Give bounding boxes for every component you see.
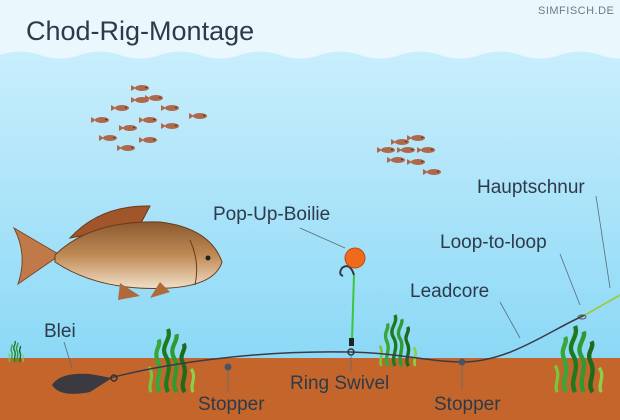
label-ring-swivel: Ring Swivel bbox=[290, 373, 389, 394]
loop-to-loop-knot bbox=[577, 314, 587, 320]
stopper-left bbox=[224, 363, 232, 371]
pointer-leadcore bbox=[499, 301, 521, 339]
pointer-blei bbox=[63, 341, 73, 369]
pointer-loop bbox=[559, 253, 581, 306]
watermark: SIMFISCH.DE bbox=[538, 5, 614, 17]
swivel bbox=[349, 338, 354, 346]
pop-up-boilie bbox=[344, 247, 366, 269]
pointer-hauptschnur bbox=[595, 195, 611, 289]
hook-link bbox=[351, 274, 355, 341]
label-pop-up-boilie: Pop-Up-Boilie bbox=[213, 204, 330, 225]
pointer-boilie bbox=[299, 227, 346, 249]
label-hauptschnur: Hauptschnur bbox=[477, 177, 585, 198]
stopper-right bbox=[458, 358, 466, 366]
page-title: Chod-Rig-Montage bbox=[26, 16, 254, 46]
label-blei: Blei bbox=[44, 321, 76, 342]
label-stopper-right: Stopper bbox=[434, 394, 501, 415]
leadcore-line bbox=[109, 314, 586, 379]
label-leadcore: Leadcore bbox=[410, 281, 489, 302]
water bbox=[0, 51, 620, 420]
lake-bottom bbox=[0, 358, 620, 420]
label-loop-to-loop: Loop-to-loop bbox=[440, 232, 547, 253]
ring-swivel bbox=[347, 348, 355, 356]
carp-illustration bbox=[12, 205, 223, 300]
main-line bbox=[584, 294, 620, 316]
hook-icon bbox=[339, 265, 355, 277]
lead-weight bbox=[52, 373, 118, 394]
label-stopper-left: Stopper bbox=[198, 394, 265, 415]
